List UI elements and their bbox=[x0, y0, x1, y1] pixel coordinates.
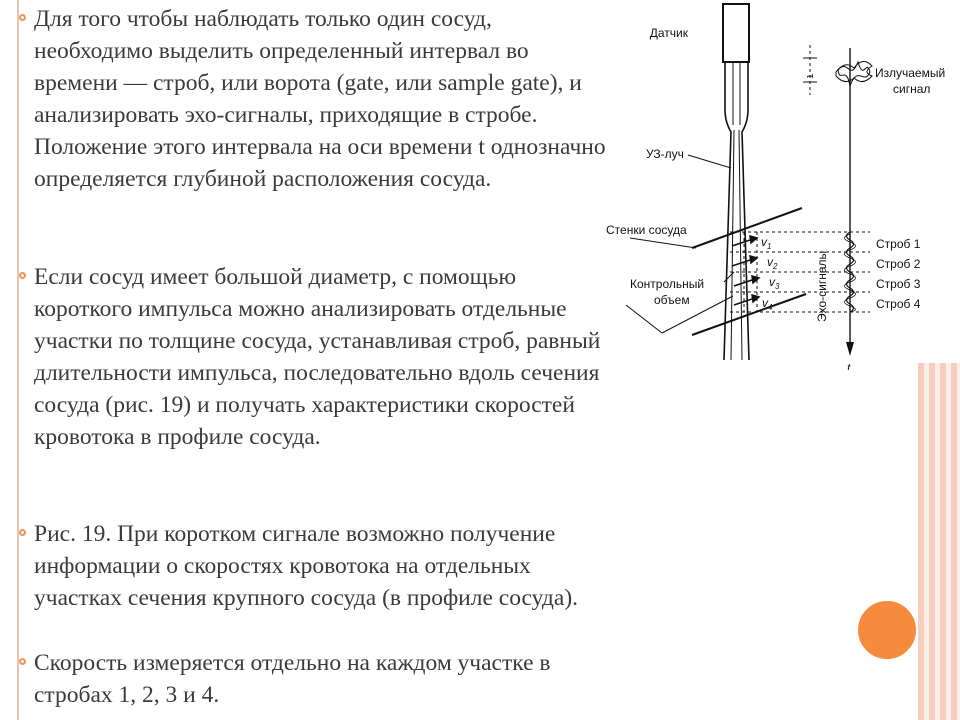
bullet-2-text: Если сосуд имеет большой диаметр, с помо… bbox=[34, 264, 601, 450]
left-border-rule bbox=[17, 0, 19, 720]
control-volume-leader-2 bbox=[625, 304, 663, 334]
bullet-4-text: Скорость измеряется отдельно на каждом у… bbox=[34, 650, 551, 708]
control-volume-leader-3 bbox=[661, 295, 734, 334]
gate-4-label: Строб 4 bbox=[876, 297, 921, 311]
emitted-signal-wave-detail bbox=[837, 60, 871, 88]
control-volume-label-line1: Контрольный bbox=[630, 277, 704, 291]
beam-outline-left bbox=[723, 62, 732, 361]
echo-signal-wave bbox=[845, 231, 855, 313]
pulse-tau-label: τ bbox=[804, 74, 816, 79]
vessel-walls-leader bbox=[629, 237, 697, 249]
slide-text: Для того чтобы наблюдать только один сос… bbox=[18, 0, 608, 720]
time-axis-arrow-icon bbox=[846, 342, 854, 356]
bullet-1-text: Для того чтобы наблюдать только один сос… bbox=[34, 6, 606, 192]
doppler-gate-figure: Датчик УЗ-луч Стенки сосуда Контрольный … bbox=[600, 0, 960, 370]
bullet-marker-icon bbox=[19, 529, 26, 536]
beam-label: УЗ-луч bbox=[646, 147, 684, 161]
vessel-wall-lower bbox=[691, 293, 807, 336]
velocity-3-label: v3 bbox=[769, 275, 780, 291]
decorative-stripes bbox=[918, 363, 960, 720]
vessel-wall-upper bbox=[691, 207, 803, 249]
echo-signal-wave-outer bbox=[844, 233, 856, 313]
bullet-marker-icon bbox=[19, 658, 26, 665]
gate-2-label: Строб 2 bbox=[876, 257, 921, 271]
velocity-2-label: v2 bbox=[767, 255, 778, 271]
beam-outline-right bbox=[741, 62, 750, 361]
sensor-probe bbox=[722, 3, 750, 63]
figure-svg: Датчик УЗ-луч Стенки сосуда Контрольный … bbox=[606, 3, 945, 370]
bullet-3: Рис. 19. При коротком сигнале возможно п… bbox=[18, 518, 594, 614]
control-volume-label-line2: объем bbox=[654, 293, 690, 307]
bullet-marker-icon bbox=[19, 272, 26, 279]
beam-label-leader bbox=[687, 154, 732, 169]
emitted-signal-label-line2: сигнал bbox=[893, 82, 930, 96]
velocity-arrows bbox=[731, 234, 761, 306]
beam-center-right bbox=[738, 129, 743, 361]
time-axis-label: t bbox=[847, 361, 851, 370]
bullet-marker-icon bbox=[19, 14, 26, 21]
bullet-1: Для того чтобы наблюдать только один сос… bbox=[18, 3, 612, 195]
emitted-signal-wave bbox=[835, 61, 873, 82]
sensor-label: Датчик bbox=[650, 26, 689, 40]
bullet-2: Если сосуд имеет большой диаметр, с помо… bbox=[18, 261, 616, 453]
bullet-3-text: Рис. 19. При коротком сигнале возможно п… bbox=[34, 521, 579, 611]
gate-1-label: Строб 1 bbox=[876, 237, 921, 251]
velocity-1-label: v1 bbox=[761, 235, 771, 251]
bullet-4: Скорость измеряется отдельно на каждом у… bbox=[18, 647, 594, 711]
gate-3-label: Строб 3 bbox=[876, 277, 921, 291]
decorative-orange-circle-icon bbox=[856, 599, 918, 661]
vessel-walls-label: Стенки сосуда bbox=[606, 223, 687, 237]
control-volume-leader-1 bbox=[723, 271, 735, 283]
velocity-4-label: v4 bbox=[762, 296, 773, 312]
emitted-signal-label-line1: Излучаемый bbox=[875, 66, 945, 80]
echo-signals-label: Эхо-сигналы bbox=[815, 251, 829, 322]
